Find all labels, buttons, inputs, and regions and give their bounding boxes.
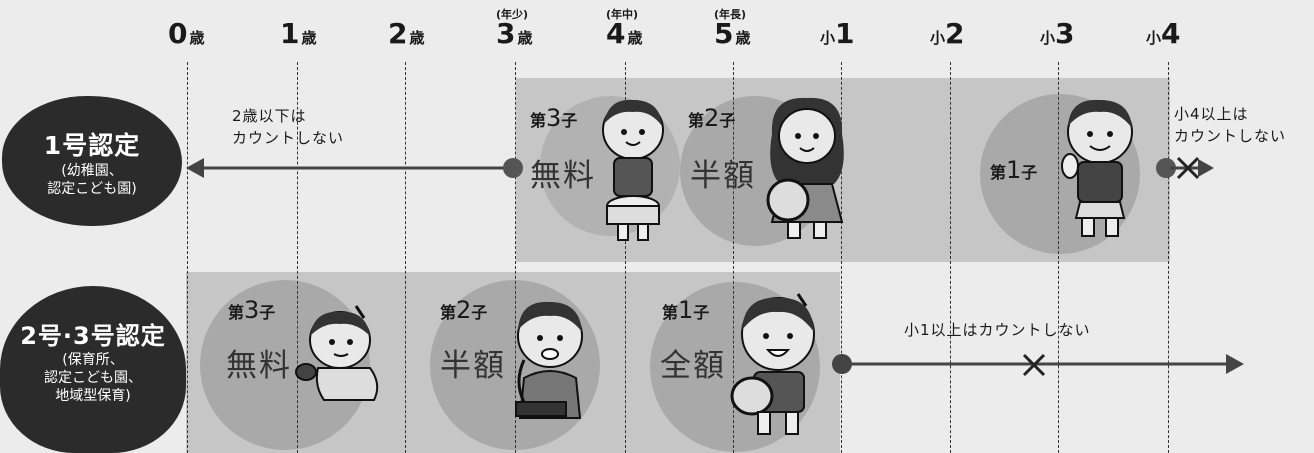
group2-note: 小1以上はカウントしない: [904, 321, 1091, 339]
group1-title: 1号認定: [43, 131, 141, 160]
baby-child-icon: [295, 305, 379, 401]
group1-category: 1号認定 (幼稚園、 認定こども園): [2, 96, 182, 226]
group2-sub2: 認定こども園、: [44, 370, 142, 387]
group1-child3-label: 第3子: [530, 104, 578, 132]
group1-sub1: (幼稚園、: [61, 163, 123, 179]
group1-sub2: 認定こども園): [47, 181, 137, 198]
group2-child1-label: 第1子: [662, 296, 710, 324]
drum-boy-child-icon: [730, 293, 815, 435]
group2-title: 2号·3号認定: [20, 322, 166, 350]
group1-note-left: 2歳以下は カウントしない: [232, 107, 345, 147]
tambourine-child-icon: [766, 97, 844, 239]
age-grade2: 小2: [930, 17, 965, 50]
group2-child3-price: 無料: [226, 348, 292, 384]
group1-note-right: 小4以上は カウントしない: [1174, 105, 1287, 145]
group2-sub1: (保育所、: [62, 352, 124, 368]
group2-sub3: 地域型保育): [55, 388, 131, 405]
group2-category: 2号·3号認定 (保育所、 認定こども園、 地域型保育): [0, 286, 186, 453]
group2-child2-label: 第2子: [440, 296, 488, 324]
age-grade4: 小4: [1146, 17, 1181, 50]
group1-left-arrow: [186, 158, 523, 178]
group1-child2-price: 半額: [690, 158, 756, 194]
group1-child2-label: 第2子: [688, 104, 736, 132]
age-grade1: 小1: [820, 17, 855, 50]
age-3-sub: (年少): [496, 8, 529, 21]
group2-child3-label: 第3子: [228, 296, 276, 324]
age-5-sub: (年長): [714, 8, 747, 21]
group1-right-arrow: [1156, 156, 1214, 180]
age-grade3: 小3: [1040, 17, 1075, 50]
age-4-sub: (年中): [606, 8, 639, 21]
group2-child1-price: 全額: [660, 348, 726, 384]
harmonica-child-icon: [515, 301, 583, 419]
maraca-child-icon: [1061, 99, 1133, 237]
group2-child2-price: 半額: [440, 348, 506, 384]
drummer-child-icon: [602, 99, 664, 241]
group1-child1-label: 第1子: [990, 156, 1038, 184]
group2-right-arrow: [832, 353, 1244, 377]
group1-child3-price: 無料: [530, 158, 596, 194]
